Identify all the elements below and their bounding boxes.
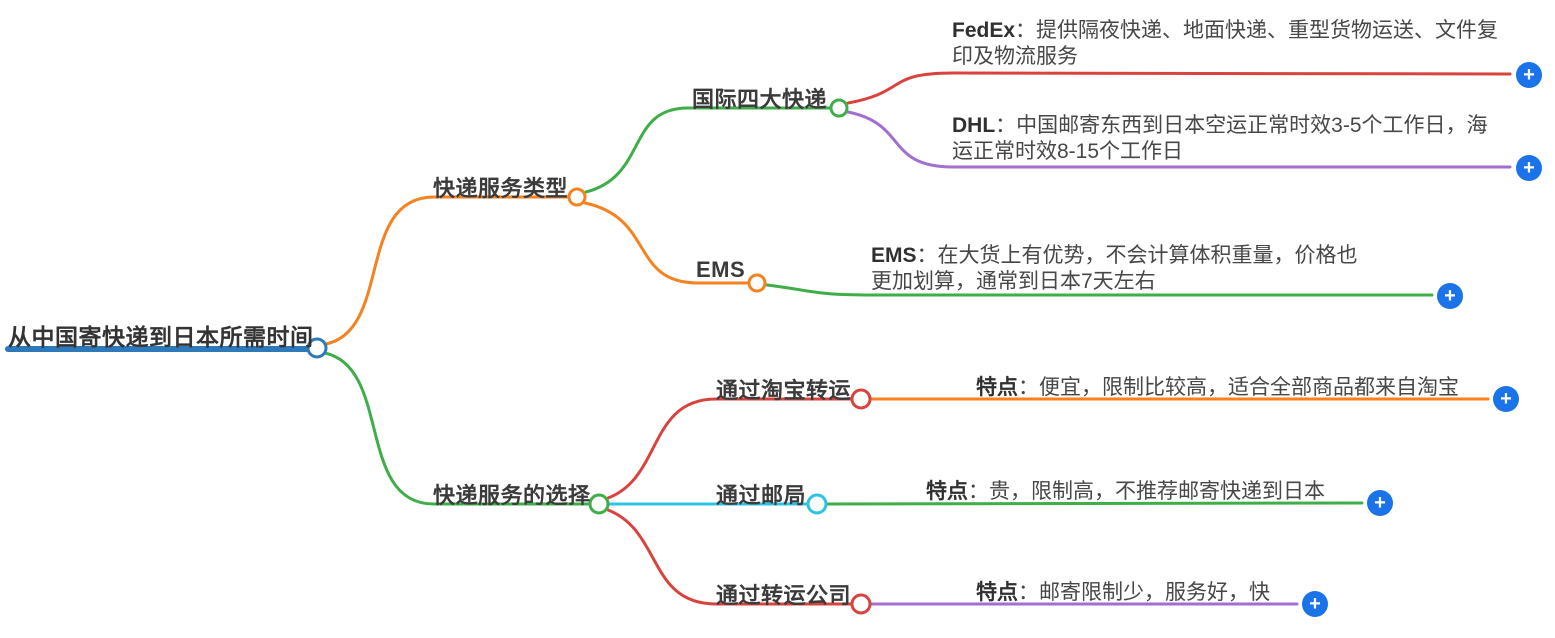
leaf-taobao-detail-term: 特点	[976, 376, 1018, 399]
leaf-post-office-detail[interactable]: 特点：贵，限制高，不推荐邮寄快递到日本	[926, 479, 1325, 505]
plus-icon-dhl[interactable]: +	[1516, 155, 1542, 181]
node-handle-service-choice[interactable]	[588, 493, 610, 515]
leaf-dhl-desc: ：中国邮寄东西到日本空运正常时效3-5个工作日，海运正常时效8-15个工作日	[952, 114, 1488, 163]
edge-choice-to-taobao	[606, 397, 853, 500]
leaf-forwarder-detail-term: 特点	[976, 581, 1018, 604]
topic-service-types[interactable]: 快递服务类型	[433, 176, 569, 201]
edge-choice-to-forwarder	[606, 508, 853, 606]
topic-service-choice[interactable]: 快递服务的选择	[433, 483, 591, 508]
leaf-dhl-term: DHL	[952, 114, 996, 137]
topic-taobao-forwarding[interactable]: 通过淘宝转运	[716, 378, 852, 403]
edge-post-office-to-detail	[825, 501, 1364, 506]
leaf-fedex-desc: ：提供隔夜快递、地面快递、重型货物运送、文件复印及物流服务	[952, 19, 1499, 68]
edge-big-four-to-fedex	[846, 71, 1512, 105]
leaf-post-office-detail-term: 特点	[926, 480, 968, 503]
edge-root-to-service-types	[324, 195, 571, 346]
topic-ems[interactable]: EMS	[696, 257, 746, 282]
edge-ems-to-ems-detail	[765, 283, 1434, 297]
node-handle-taobao[interactable]	[850, 388, 872, 410]
leaf-taobao-detail[interactable]: 特点：便宜，限制比较高，适合全部商品都来自淘宝	[976, 375, 1459, 401]
leaf-taobao-detail-desc: ：便宜，限制比较高，适合全部商品都来自淘宝	[1018, 376, 1459, 399]
leaf-fedex[interactable]: FedEx：提供隔夜快递、地面快递、重型货物运送、文件复印及物流服务	[952, 18, 1502, 70]
plus-icon-fedex[interactable]: +	[1516, 62, 1542, 88]
leaf-forwarder-detail[interactable]: 特点：邮寄限制少，服务好，快	[976, 580, 1270, 606]
edge-root-to-service-choice	[323, 351, 592, 506]
node-handle-post-office[interactable]	[806, 493, 828, 515]
edge-big-four-to-dhl	[846, 110, 1512, 169]
root-topic[interactable]: 从中国寄快递到日本所需时间	[8, 324, 314, 350]
plus-icon-post-office-detail[interactable]: +	[1367, 490, 1393, 516]
node-handle-forwarder[interactable]	[850, 593, 872, 615]
leaf-ems-detail-desc: ：在大货上有优势，不会计算体积重量，价格也更加划算，通常到日本7天左右	[871, 244, 1358, 293]
leaf-dhl[interactable]: DHL：中国邮寄东西到日本空运正常时效3-5个工作日，海运正常时效8-15个工作…	[952, 113, 1507, 165]
leaf-post-office-detail-desc: ：贵，限制高，不推荐邮寄快递到日本	[968, 480, 1325, 503]
plus-icon-ems-detail[interactable]: +	[1437, 283, 1463, 309]
edge-service-types-to-ems	[583, 201, 751, 285]
node-handle-big-four[interactable]	[829, 98, 849, 118]
topic-post-office[interactable]: 通过邮局	[716, 483, 807, 508]
topic-forwarding-company[interactable]: 通过转运公司	[716, 583, 852, 608]
node-handle-root[interactable]	[306, 337, 328, 359]
leaf-fedex-term: FedEx	[952, 19, 1016, 42]
plus-icon-forwarder-detail[interactable]: +	[1302, 591, 1328, 617]
leaf-ems-detail[interactable]: EMS：在大货上有优势，不会计算体积重量，价格也更加划算，通常到日本7天左右	[871, 243, 1361, 295]
edge-service-types-to-big-four	[584, 106, 832, 194]
topic-big-four[interactable]: 国际四大快递	[692, 87, 828, 112]
node-handle-service-types[interactable]	[567, 187, 587, 207]
node-handle-ems[interactable]	[747, 273, 767, 293]
plus-icon-taobao-detail[interactable]: +	[1493, 386, 1519, 412]
leaf-forwarder-detail-desc: ：邮寄限制少，服务好，快	[1018, 581, 1270, 604]
leaf-ems-detail-term: EMS	[871, 244, 917, 267]
